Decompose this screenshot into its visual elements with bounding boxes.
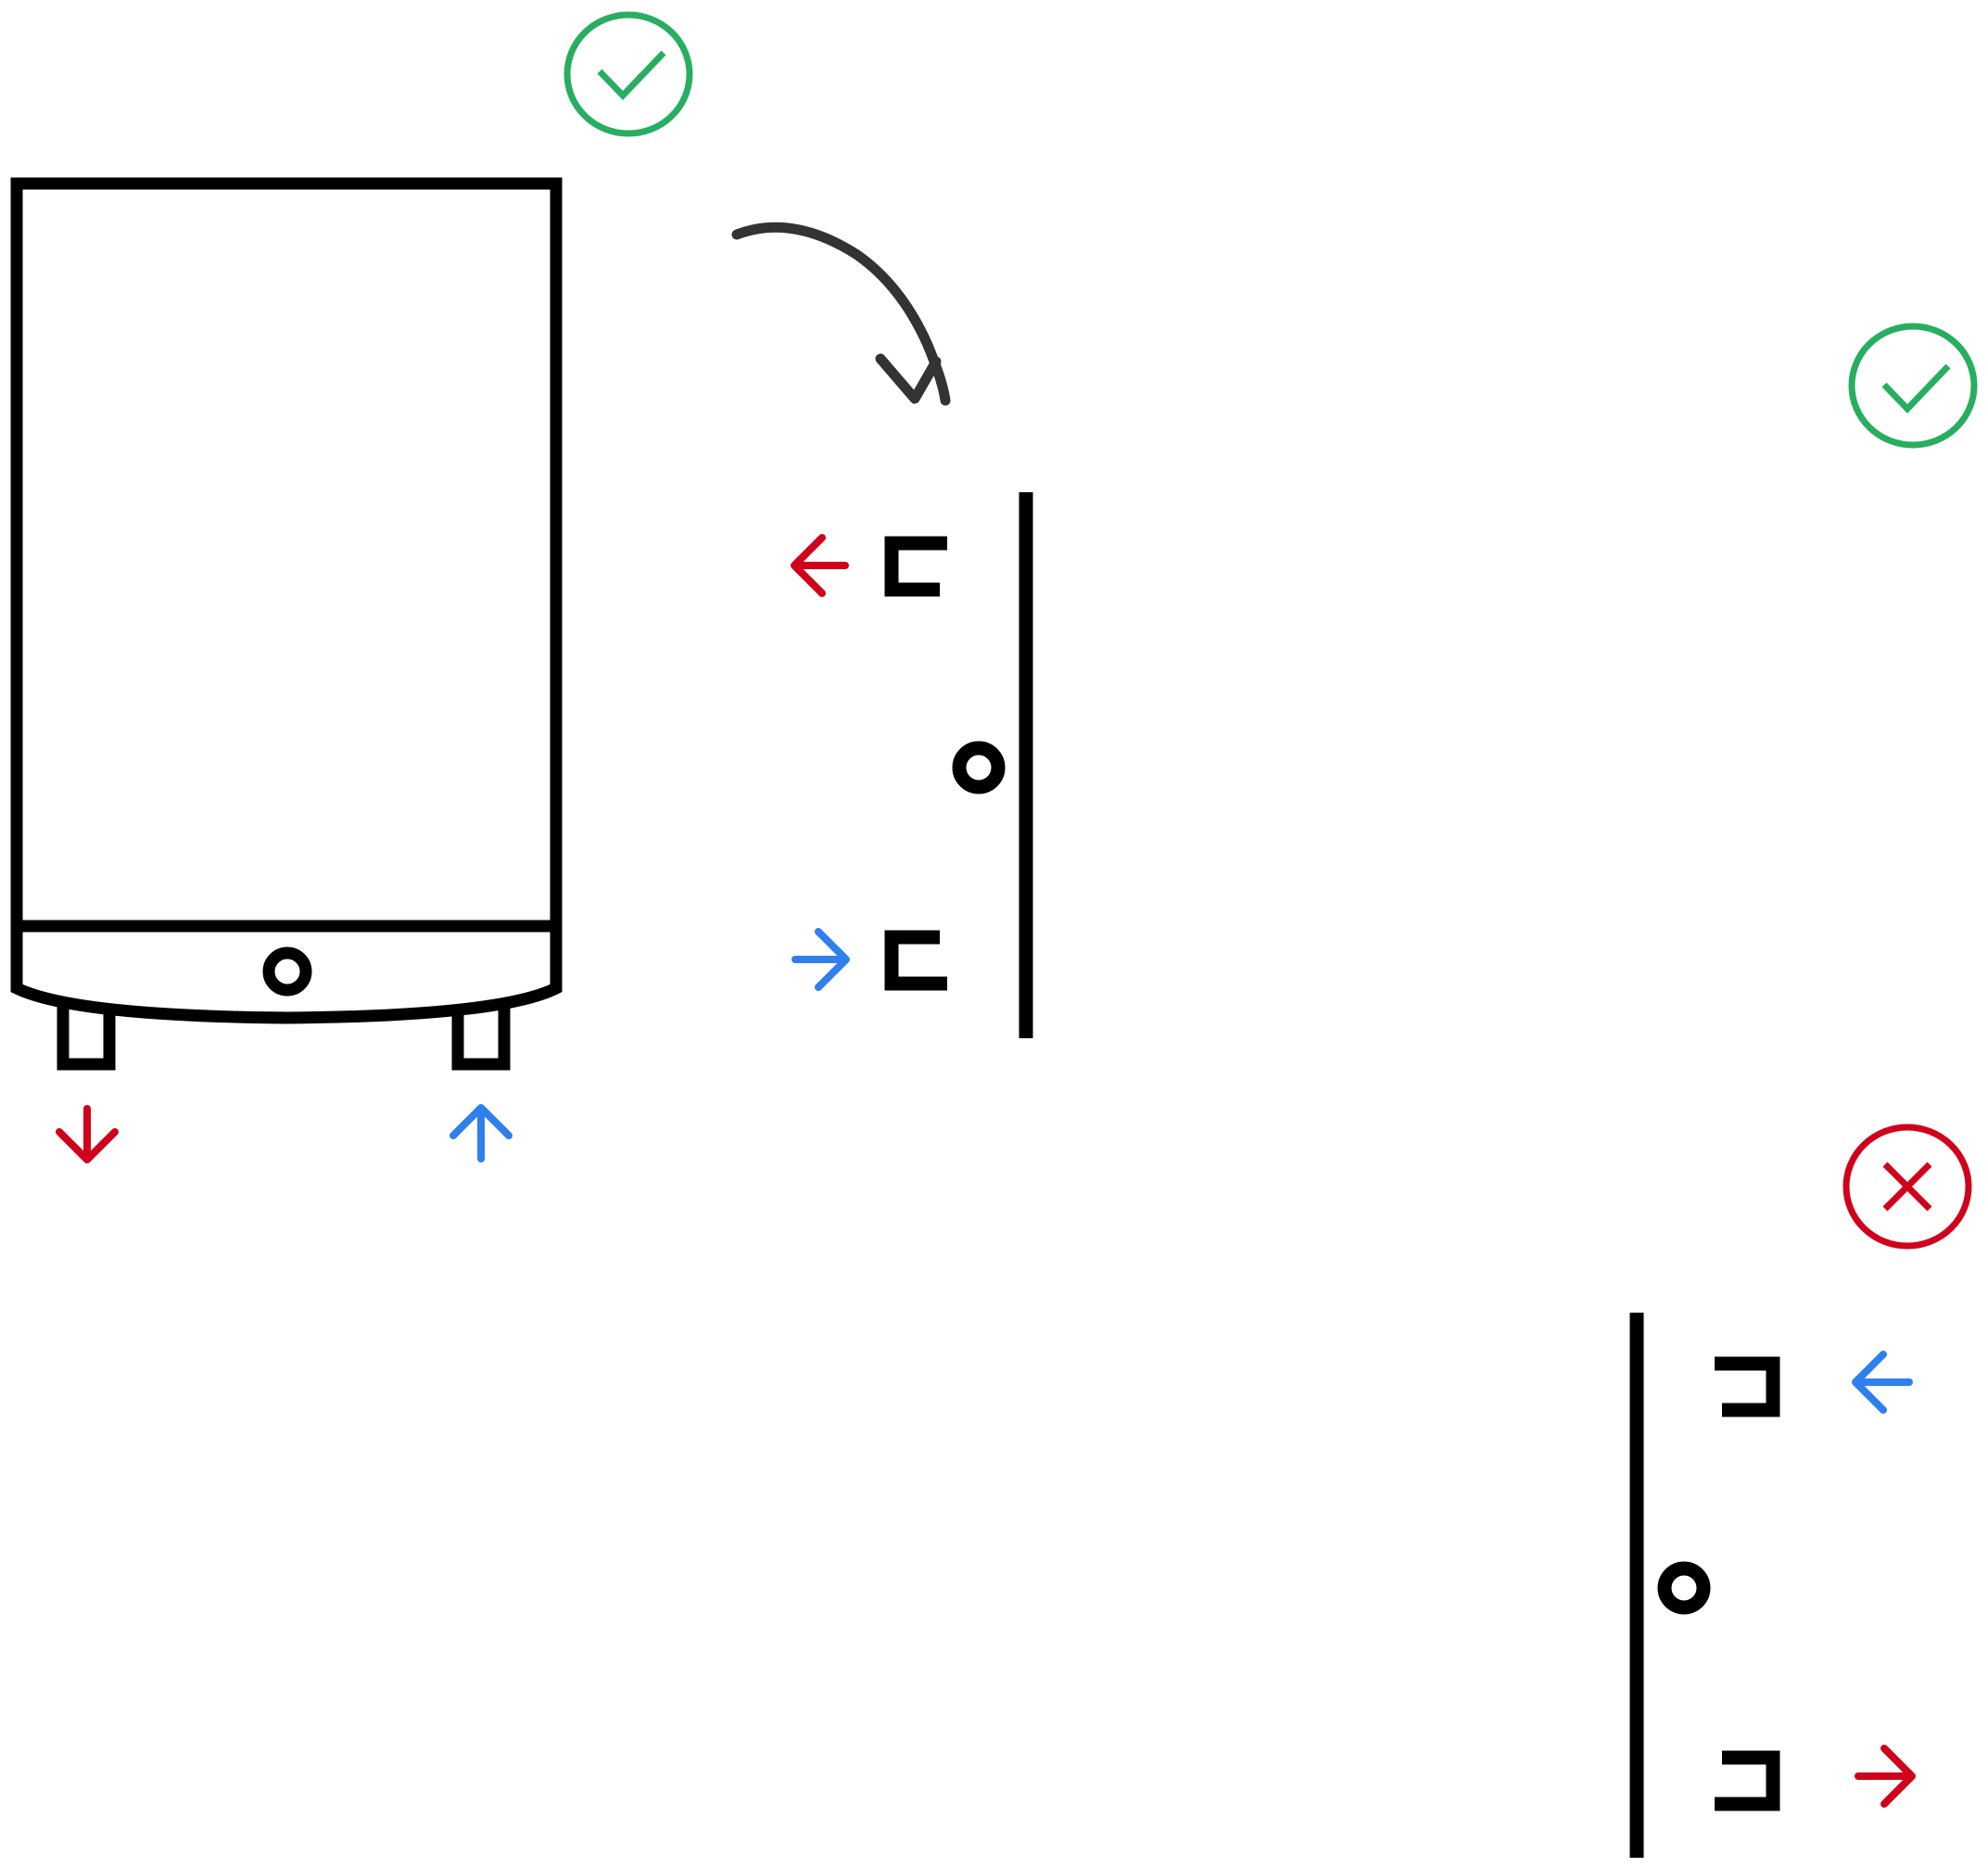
arrow-down-icon (56, 1105, 119, 1163)
arrow-left-icon (791, 534, 849, 597)
top-pipe-connector (1715, 1356, 1780, 1417)
indicator-light (1657, 1561, 1711, 1615)
check-circle-icon (563, 11, 693, 137)
left-pipe-connector (57, 1005, 116, 1071)
right-pipe-connector (451, 1005, 511, 1071)
side-view-incorrect (1629, 1124, 1972, 1858)
front-view (10, 11, 693, 1163)
bottom-pipe-connector (884, 930, 947, 991)
indicator-light (262, 946, 312, 997)
heater-body (10, 177, 563, 1024)
side-view-correct (791, 323, 1978, 1038)
arrow-up-icon (450, 1104, 513, 1162)
arrow-right-icon (1855, 1745, 1916, 1808)
check-circle-icon (1848, 323, 1978, 449)
cross-circle-icon (1842, 1124, 1972, 1250)
indicator-light (952, 741, 1006, 794)
curved-arrow-icon (731, 222, 951, 406)
bottom-pipe-connector (1715, 1750, 1780, 1811)
arrow-right-icon (791, 928, 850, 991)
arrow-left-icon (1852, 1351, 1913, 1414)
top-pipe-connector (884, 536, 947, 597)
